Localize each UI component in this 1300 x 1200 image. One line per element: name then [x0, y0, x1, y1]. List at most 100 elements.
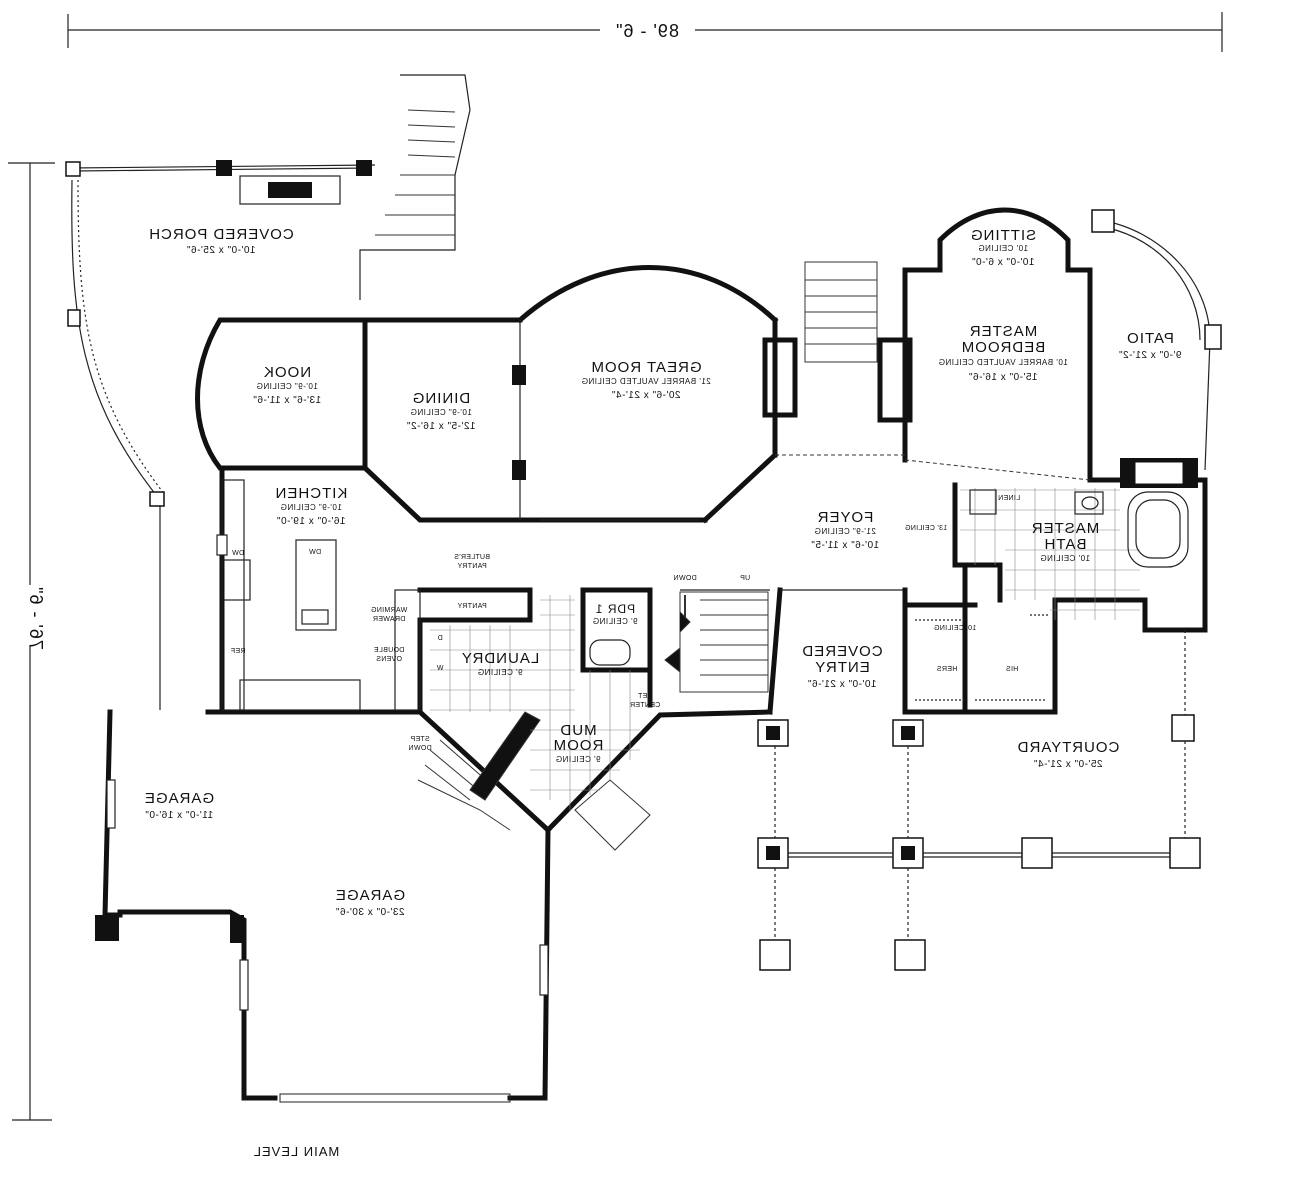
main-stairs — [417, 261, 878, 851]
mud-room-name-1: MUD — [559, 722, 596, 739]
covered-entry-name-2: ENTRY — [814, 659, 870, 676]
sitting-label: SITTING 10' CEILING 10'-0" x 6'-0" — [970, 227, 1036, 268]
master-bedroom-name-1: MASTER — [969, 323, 1038, 340]
covered-porch-name: COVERED PORCH — [148, 226, 294, 243]
pet-center-label-2: CENTER — [630, 702, 661, 709]
mud-room-ceiling: 9' CEILING — [555, 755, 600, 764]
pdr-label: PDR 1 9' CEILING — [592, 602, 637, 626]
kitchen-label: KITCHEN 10'-9" CEILING 16'-0" x 19'-0" — [275, 485, 348, 527]
sitting-name: SITTING — [970, 227, 1036, 244]
windows — [106, 519, 700, 1103]
great-room-dims: 20'-6" x 21'-4" — [611, 390, 680, 401]
master-bath-ceiling: 10' CEILING — [1040, 554, 1090, 563]
laundry-ceiling: 9' CEILING — [477, 668, 522, 677]
sitting-dims: 10'-0" x 6'-0" — [972, 257, 1035, 268]
warming-drawer-label-2: DRAWER — [373, 616, 406, 623]
master-bath-name-2: BATH — [1044, 536, 1087, 553]
master-bedroom-ceiling: 10' BARREL VAULTED CEILING — [938, 358, 1068, 367]
warming-drawer-label-1: WARMING — [371, 607, 407, 614]
dryer-label: D — [437, 635, 442, 642]
main-level-label: MAIN LEVEL — [253, 1144, 340, 1159]
garage-large-name: GARAGE — [335, 887, 405, 904]
garage-small-name: GARAGE — [144, 790, 214, 807]
garage-small-dims: 11'-0" x 16'-0" — [145, 810, 213, 821]
patio-name: PATIO — [1126, 330, 1174, 347]
hall-ceiling-label: 13' CEILING — [905, 525, 947, 532]
dishwasher-label: DW — [232, 550, 244, 557]
mud-room-label: MUD ROOM 9' CEILING — [553, 722, 604, 764]
patio-dims: 9'-0" x 21'-2" — [1119, 350, 1182, 361]
pantry-label: PANTRY — [457, 603, 487, 610]
hers-closet-label: HERS — [937, 666, 958, 673]
dining-label: DINING 10'-9" CEILING 12'-5" x 16'-2" — [406, 390, 475, 432]
master-bath-name-1: MASTER — [1031, 520, 1100, 537]
foyer-dims: 10'-6" x 11'-5" — [811, 540, 879, 551]
master-bedroom-name-2: BEDROOM — [961, 339, 1046, 356]
depth-dimension: 76' - 6" — [8, 162, 55, 1121]
sitting-ceiling: 10' CEILING — [978, 244, 1028, 253]
mud-room-name-2: ROOM — [553, 737, 604, 754]
nook-ceiling: 10'-9" CEILING — [256, 382, 318, 391]
butlers-pantry-label-2: PANTRY — [457, 563, 487, 570]
foyer-name: FOYER — [817, 509, 874, 526]
fixture-labels: BUTLER'S PANTRY PANTRY WARMING DRAWER DO… — [231, 495, 1021, 752]
exterior-walls — [95, 207, 1208, 1101]
tile-floor — [430, 488, 1140, 810]
step-down-label-1: STEP — [410, 736, 430, 743]
courtyard-name: COURTYARD — [1017, 739, 1120, 756]
covered-entry-name-1: COVERED — [801, 643, 882, 660]
dining-dims: 12'-5" x 16'-2" — [406, 421, 475, 432]
courtyard-label: COURTYARD 25'-0" x 21'-4" — [1017, 739, 1120, 770]
foyer-ceiling: 21'-9" CEILING — [814, 527, 876, 536]
linen-label: LINEN — [998, 495, 1020, 502]
foyer-label: FOYER 21'-9" CEILING 10'-6" x 11'-5" — [811, 509, 879, 551]
stairs-down-label: DOWN — [673, 575, 696, 582]
pet-center-label-1: PET — [637, 693, 652, 700]
pdr-name: PDR 1 — [595, 602, 635, 616]
kitchen-ceiling: 10'-9" CEILING — [280, 503, 342, 512]
great-room-ceiling: 21' BARREL VAULTED CEILING — [581, 377, 711, 386]
garage-large-label: GARAGE 23'-0" x 30'-6" — [335, 887, 405, 918]
nook-name: NOOK — [263, 364, 311, 381]
garage-large-dims: 23'-0" x 30'-6" — [335, 907, 404, 918]
master-bath-label: MASTER BATH 10' CEILING — [1031, 520, 1100, 563]
level-label: MAIN LEVEL — [253, 1144, 340, 1159]
washer-label: W — [436, 665, 443, 672]
step-down-label-2: DOWN — [408, 745, 431, 752]
master-bedroom-label: MASTER BEDROOM 10' BARREL VAULTED CEILIN… — [938, 323, 1068, 383]
patio-label: PATIO 9'-0" x 21'-2" — [1119, 330, 1182, 361]
pdr-ceiling: 9' CEILING — [592, 617, 637, 626]
covered-porch-dims: 10'-0" x 25'-6" — [186, 245, 255, 256]
covered-porch-structure — [65, 74, 471, 710]
kitchen-name: KITCHEN — [275, 485, 348, 502]
room-labels: COVERED PORCH 10'-0" x 25'-6" NOOK 10'-9… — [144, 226, 1182, 918]
laundry-label: LAUNDRY 9' CEILING — [461, 650, 539, 677]
bath-fixtures — [589, 489, 1189, 701]
laundry-name: LAUNDRY — [461, 650, 539, 667]
island-dishwasher-label: DW — [309, 549, 321, 556]
covered-porch-label: COVERED PORCH 10'-0" x 25'-6" — [148, 226, 294, 256]
dining-name: DINING — [412, 390, 471, 407]
width-dimension-label: 89' - 6" — [615, 21, 679, 41]
covered-entry-dims: 10'-0" x 21'-6" — [807, 679, 876, 690]
kitchen-dims: 16'-0" x 19'-0" — [276, 516, 345, 527]
kitchen-fixtures — [221, 479, 421, 711]
garage-small-label: GARAGE 11'-0" x 16'-0" — [144, 790, 214, 821]
great-room-label: GREAT ROOM 21' BARREL VAULTED CEILING 20… — [581, 359, 711, 401]
master-bedroom-dims: 15'-0" x 16'-6" — [968, 372, 1037, 383]
his-closet-label: HIS — [1006, 666, 1019, 673]
depth-dimension-label: 76' - 6" — [26, 586, 46, 650]
courtyard-dims: 25'-0" x 21'-4" — [1033, 759, 1102, 770]
stairs-up-label: UP — [740, 575, 750, 582]
courtyard-structure — [757, 209, 1222, 971]
width-dimension: 89' - 6" — [67, 12, 1223, 52]
nook-label: NOOK 10'-9" CEILING 13'-6" x 11'-6" — [253, 364, 321, 406]
closet-ceiling-label: 10' CEILING — [934, 625, 976, 632]
double-ovens-label-1: DOUBLE — [374, 647, 405, 654]
refrigerator-label: REF — [231, 648, 246, 655]
butlers-pantry-label-1: BUTLER'S — [454, 554, 490, 561]
great-room-name: GREAT ROOM — [590, 359, 701, 376]
double-ovens-label-2: OVENS — [376, 656, 402, 663]
dining-ceiling: 10'-9" CEILING — [410, 408, 472, 417]
